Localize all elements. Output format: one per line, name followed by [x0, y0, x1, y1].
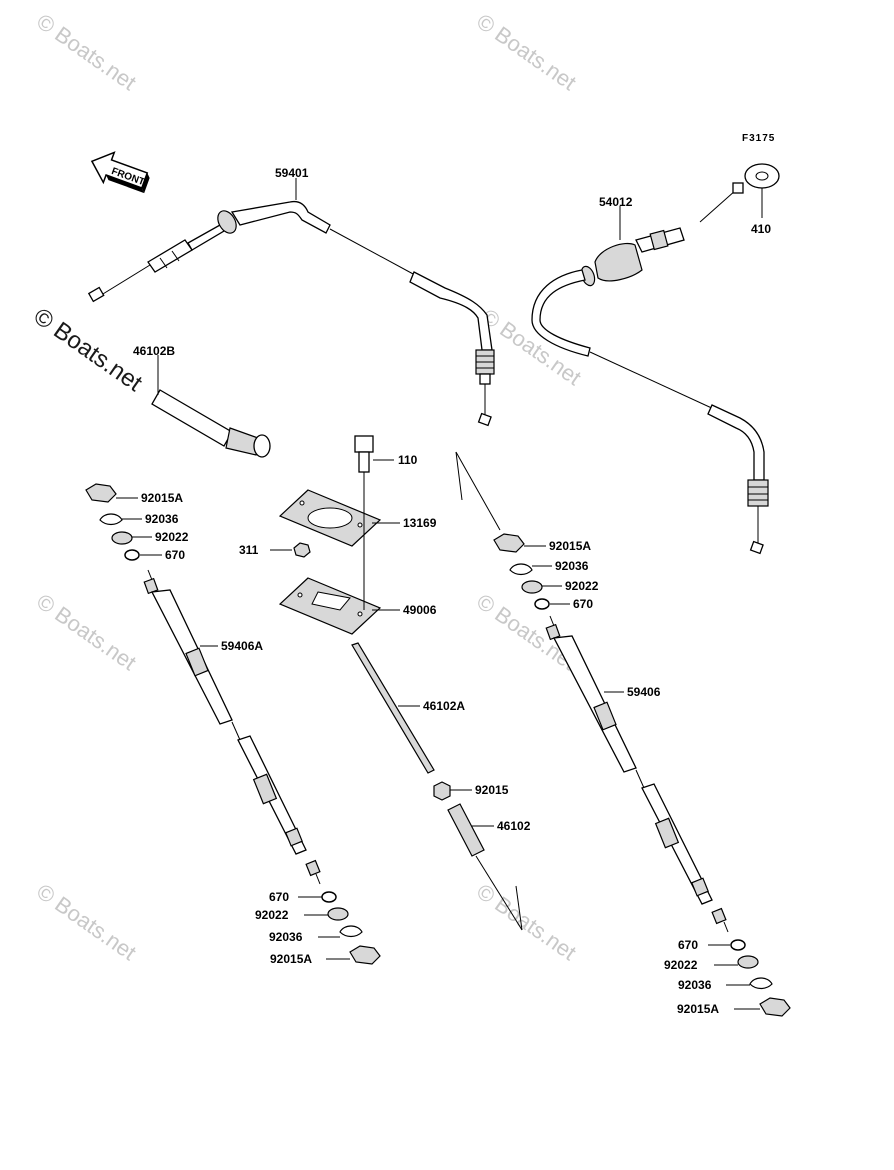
right-hardware-bottom	[730, 939, 791, 1017]
right-hardware-top	[493, 533, 550, 610]
part-46102	[447, 803, 485, 857]
label-49006: 49006	[403, 603, 437, 617]
label-670-right-top: 670	[573, 597, 593, 611]
label-92015A-left-bottom: 92015A	[270, 952, 312, 966]
label-110: 110	[398, 453, 418, 467]
watermark: © Boats.net	[472, 9, 581, 96]
part-13169	[278, 489, 382, 547]
part-46102B	[151, 389, 271, 458]
diagram-code: F3175	[742, 133, 775, 144]
label-92036-left-bottom: 92036	[269, 930, 303, 944]
label-92022-left-top: 92022	[155, 530, 189, 544]
cable-59406	[545, 615, 729, 933]
watermark: © Boats.net	[472, 589, 581, 676]
cable-54012	[531, 182, 769, 555]
watermark: © Boats.net	[32, 9, 141, 96]
left-hardware-top	[85, 483, 140, 561]
leader-lines	[116, 178, 763, 1010]
label-410: 410	[751, 222, 771, 236]
label-92022-right-bottom: 92022	[664, 958, 698, 972]
part-labels: 59401 54012 410 46102B 110 13169 311 490…	[133, 166, 771, 1016]
label-92036-left-top: 92036	[145, 512, 179, 526]
label-92015A-left-top: 92015A	[141, 491, 183, 505]
label-670-left-bottom: 670	[269, 890, 289, 904]
label-92015A-right-bottom: 92015A	[677, 1002, 719, 1016]
part-49006	[278, 577, 382, 635]
cable-59401	[87, 200, 495, 427]
part-92015	[433, 781, 451, 801]
watermark: © Boats.net	[32, 879, 141, 966]
label-59406: 59406	[627, 685, 661, 699]
label-46102A: 46102A	[423, 699, 465, 713]
label-13169: 13169	[403, 516, 437, 530]
part-410	[744, 163, 780, 189]
watermark: © Boats.net	[472, 879, 581, 966]
part-110	[354, 435, 374, 473]
label-670-left-top: 670	[165, 548, 185, 562]
label-46102: 46102	[497, 819, 531, 833]
label-59406A: 59406A	[221, 639, 263, 653]
label-92022-right-top: 92022	[565, 579, 599, 593]
watermark-main: © Boats.net	[29, 303, 148, 397]
label-92015: 92015	[475, 783, 509, 797]
label-92036-right-bottom: 92036	[678, 978, 712, 992]
watermark: © Boats.net	[32, 589, 141, 676]
label-46102B: 46102B	[133, 344, 175, 358]
cable-59406A	[143, 569, 321, 885]
label-92036-right-top: 92036	[555, 559, 589, 573]
label-92015A-right-top: 92015A	[549, 539, 591, 553]
part-311	[293, 542, 311, 558]
left-hardware-bottom	[321, 891, 381, 965]
front-arrow: FRONT	[90, 151, 150, 194]
label-92022-left-bottom: 92022	[255, 908, 289, 922]
part-46102A	[351, 642, 435, 774]
label-54012: 54012	[599, 195, 633, 209]
label-59401: 59401	[275, 166, 309, 180]
label-311: 311	[239, 543, 259, 557]
label-670-right-bottom: 670	[678, 938, 698, 952]
